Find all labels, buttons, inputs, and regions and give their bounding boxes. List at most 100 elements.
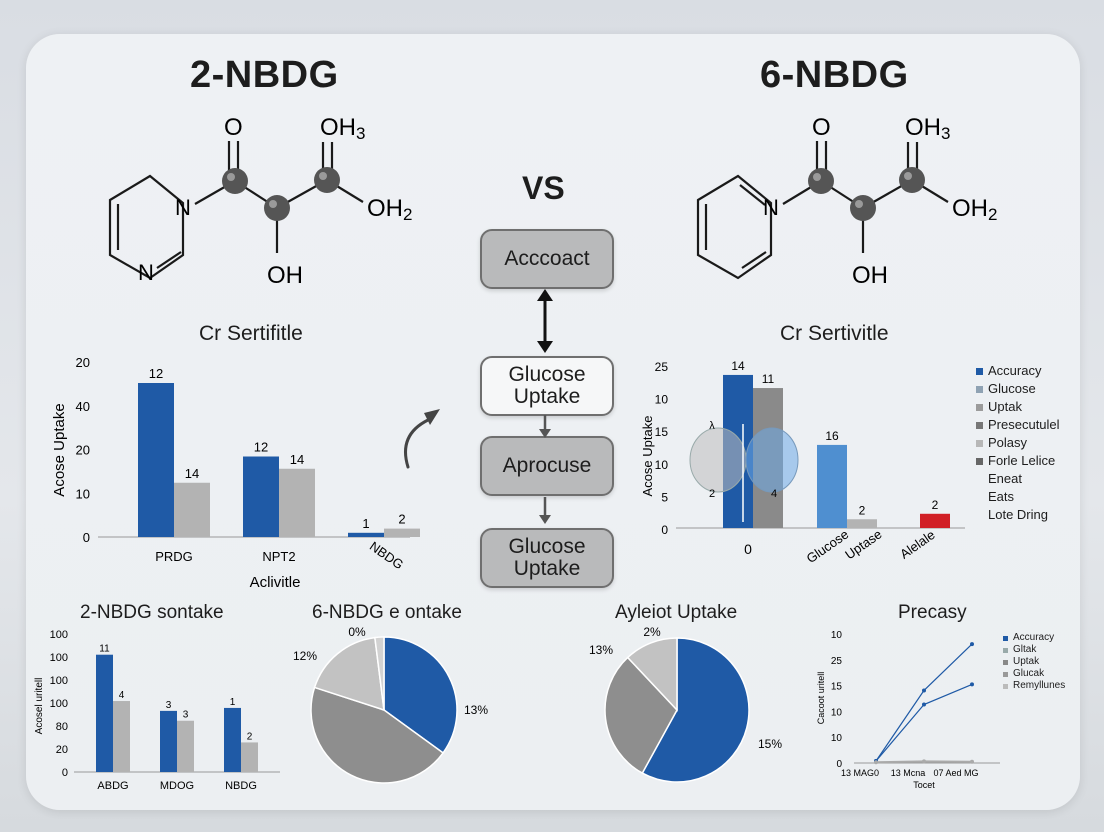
y-tick-label: 25 [831,656,843,667]
bar [384,528,420,537]
pie-label: 13% [464,703,488,717]
y-tick-label: 10 [831,630,843,641]
legend-label: Uptak [988,399,1022,414]
y-tick-label: 20 [76,355,90,370]
bar-value-label: 3 [183,710,189,721]
flow-box-4: Glucose Uptake [480,528,614,588]
legend-item: Glucak [1003,668,1065,680]
subscript: 2 [403,205,412,224]
x-axis-label: Aclivitle [250,574,301,591]
legend-item: Eats [976,488,1060,506]
inset-label: 4 [771,488,777,500]
pie-slice [383,636,458,754]
x-axis-label: Tocet [913,780,935,790]
bar-value-label: 2 [859,503,866,517]
mol-right-oh3: OH3 [905,114,950,143]
legend-swatch [1003,659,1008,665]
legend-swatch [976,367,983,375]
vs-label: VS [522,170,565,206]
bar-value-label: 16 [825,429,839,443]
legend-label: Forle Lelice [988,453,1056,468]
main-panel [26,34,1080,810]
legend-item: Accuracy [976,362,1060,380]
y-tick-label: 10 [76,486,90,501]
subscript: 2 [988,205,997,224]
data-point [970,759,974,764]
x-tick-label: NBDG [367,538,406,572]
mol-left-n2: N [138,260,154,285]
legend-label: Eneat [988,471,1022,486]
molecule-right: N O OH3 OH2 OH [696,114,997,289]
y-tick-label: 10 [655,458,669,472]
pie-right-chart: 15%13%2% [589,625,782,783]
y-tick-label: 20 [56,744,68,756]
pie-left-title: 6-NBDG e ontake [312,602,462,623]
molecule-left: N N O OH3 OH2 OH [108,114,412,289]
mol-left-oh2: OH2 [367,195,412,224]
pie-slice [310,686,445,784]
mol-left-oh3: OH3 [320,114,365,143]
legend-label: Lote Dring [988,507,1048,522]
legend-swatch [1003,647,1008,653]
legend-label: Remyllunes [1013,680,1066,691]
subscript: 3 [941,124,950,143]
x-tick-label: PRDG [155,549,193,564]
legend-label: Glucose [988,381,1036,396]
pie-slice [604,656,678,775]
bar-value-label: 1 [230,697,236,708]
bar [279,468,315,537]
legend-swatch [976,385,983,393]
bar-value-label: 3 [166,700,172,711]
x-tick-label: NPT2 [262,549,295,564]
legend-item: Polasy [976,434,1060,452]
title-left: 2-NBDG [190,54,339,96]
data-point [874,760,878,765]
mol-left-o: O [224,114,243,141]
inset-shape [745,427,799,493]
legend-label: Presecutulel [988,417,1060,432]
legend-swatch [976,421,983,429]
x-tick-label: 07 Aed MG [933,768,978,778]
legend-item: Presecutulel [976,416,1060,434]
bar-value-label: 1 [362,516,369,531]
bar [920,513,950,528]
y-tick-label: 10 [655,393,669,407]
legend-label: Uptak [1013,656,1040,667]
y-tick-label: 15 [831,682,843,693]
y-tick-label: 80 [56,721,68,733]
mol-right-oh2: OH2 [952,195,997,224]
x-tick-label: Glucose [804,526,852,566]
bar-value-label: 11 [99,644,110,655]
bar-value-label: 12 [254,440,268,455]
pie-label: 13% [589,643,613,657]
bar [160,710,177,772]
bar [243,456,279,537]
pie-label: 0% [348,625,366,639]
legend-item: Forle Lelice [976,452,1060,470]
inset-label: λ [709,420,715,432]
bar [817,444,847,528]
y-tick-label: 40 [76,399,90,414]
y-axis-label: Cacoot uritell [816,672,826,725]
legend-item: Remyllunes [1003,680,1065,692]
bar [174,482,210,537]
x-tick-label: 13 MAG0 [841,768,879,778]
pie-slice [626,637,678,712]
legend-item: Eneat [976,470,1060,488]
y-tick-label: 15 [655,425,669,439]
legend-label: Eats [988,489,1015,504]
bar [177,720,194,772]
title-right: 6-NBDG [760,54,909,96]
bar-value-label: 11 [762,372,775,386]
flow-box-2: Glucose Uptake [480,356,614,416]
legend-label: Accuracy [1013,632,1055,643]
line-chart-title: Precasy [898,602,967,623]
pie-slice [313,636,385,712]
legend-item: Glucose [976,380,1060,398]
bar [224,707,241,772]
y-tick-label: 0 [836,759,842,770]
bar-value-label: 2 [247,731,253,742]
mol-right-o: O [812,114,831,141]
legend-item: Uptak [976,398,1060,416]
